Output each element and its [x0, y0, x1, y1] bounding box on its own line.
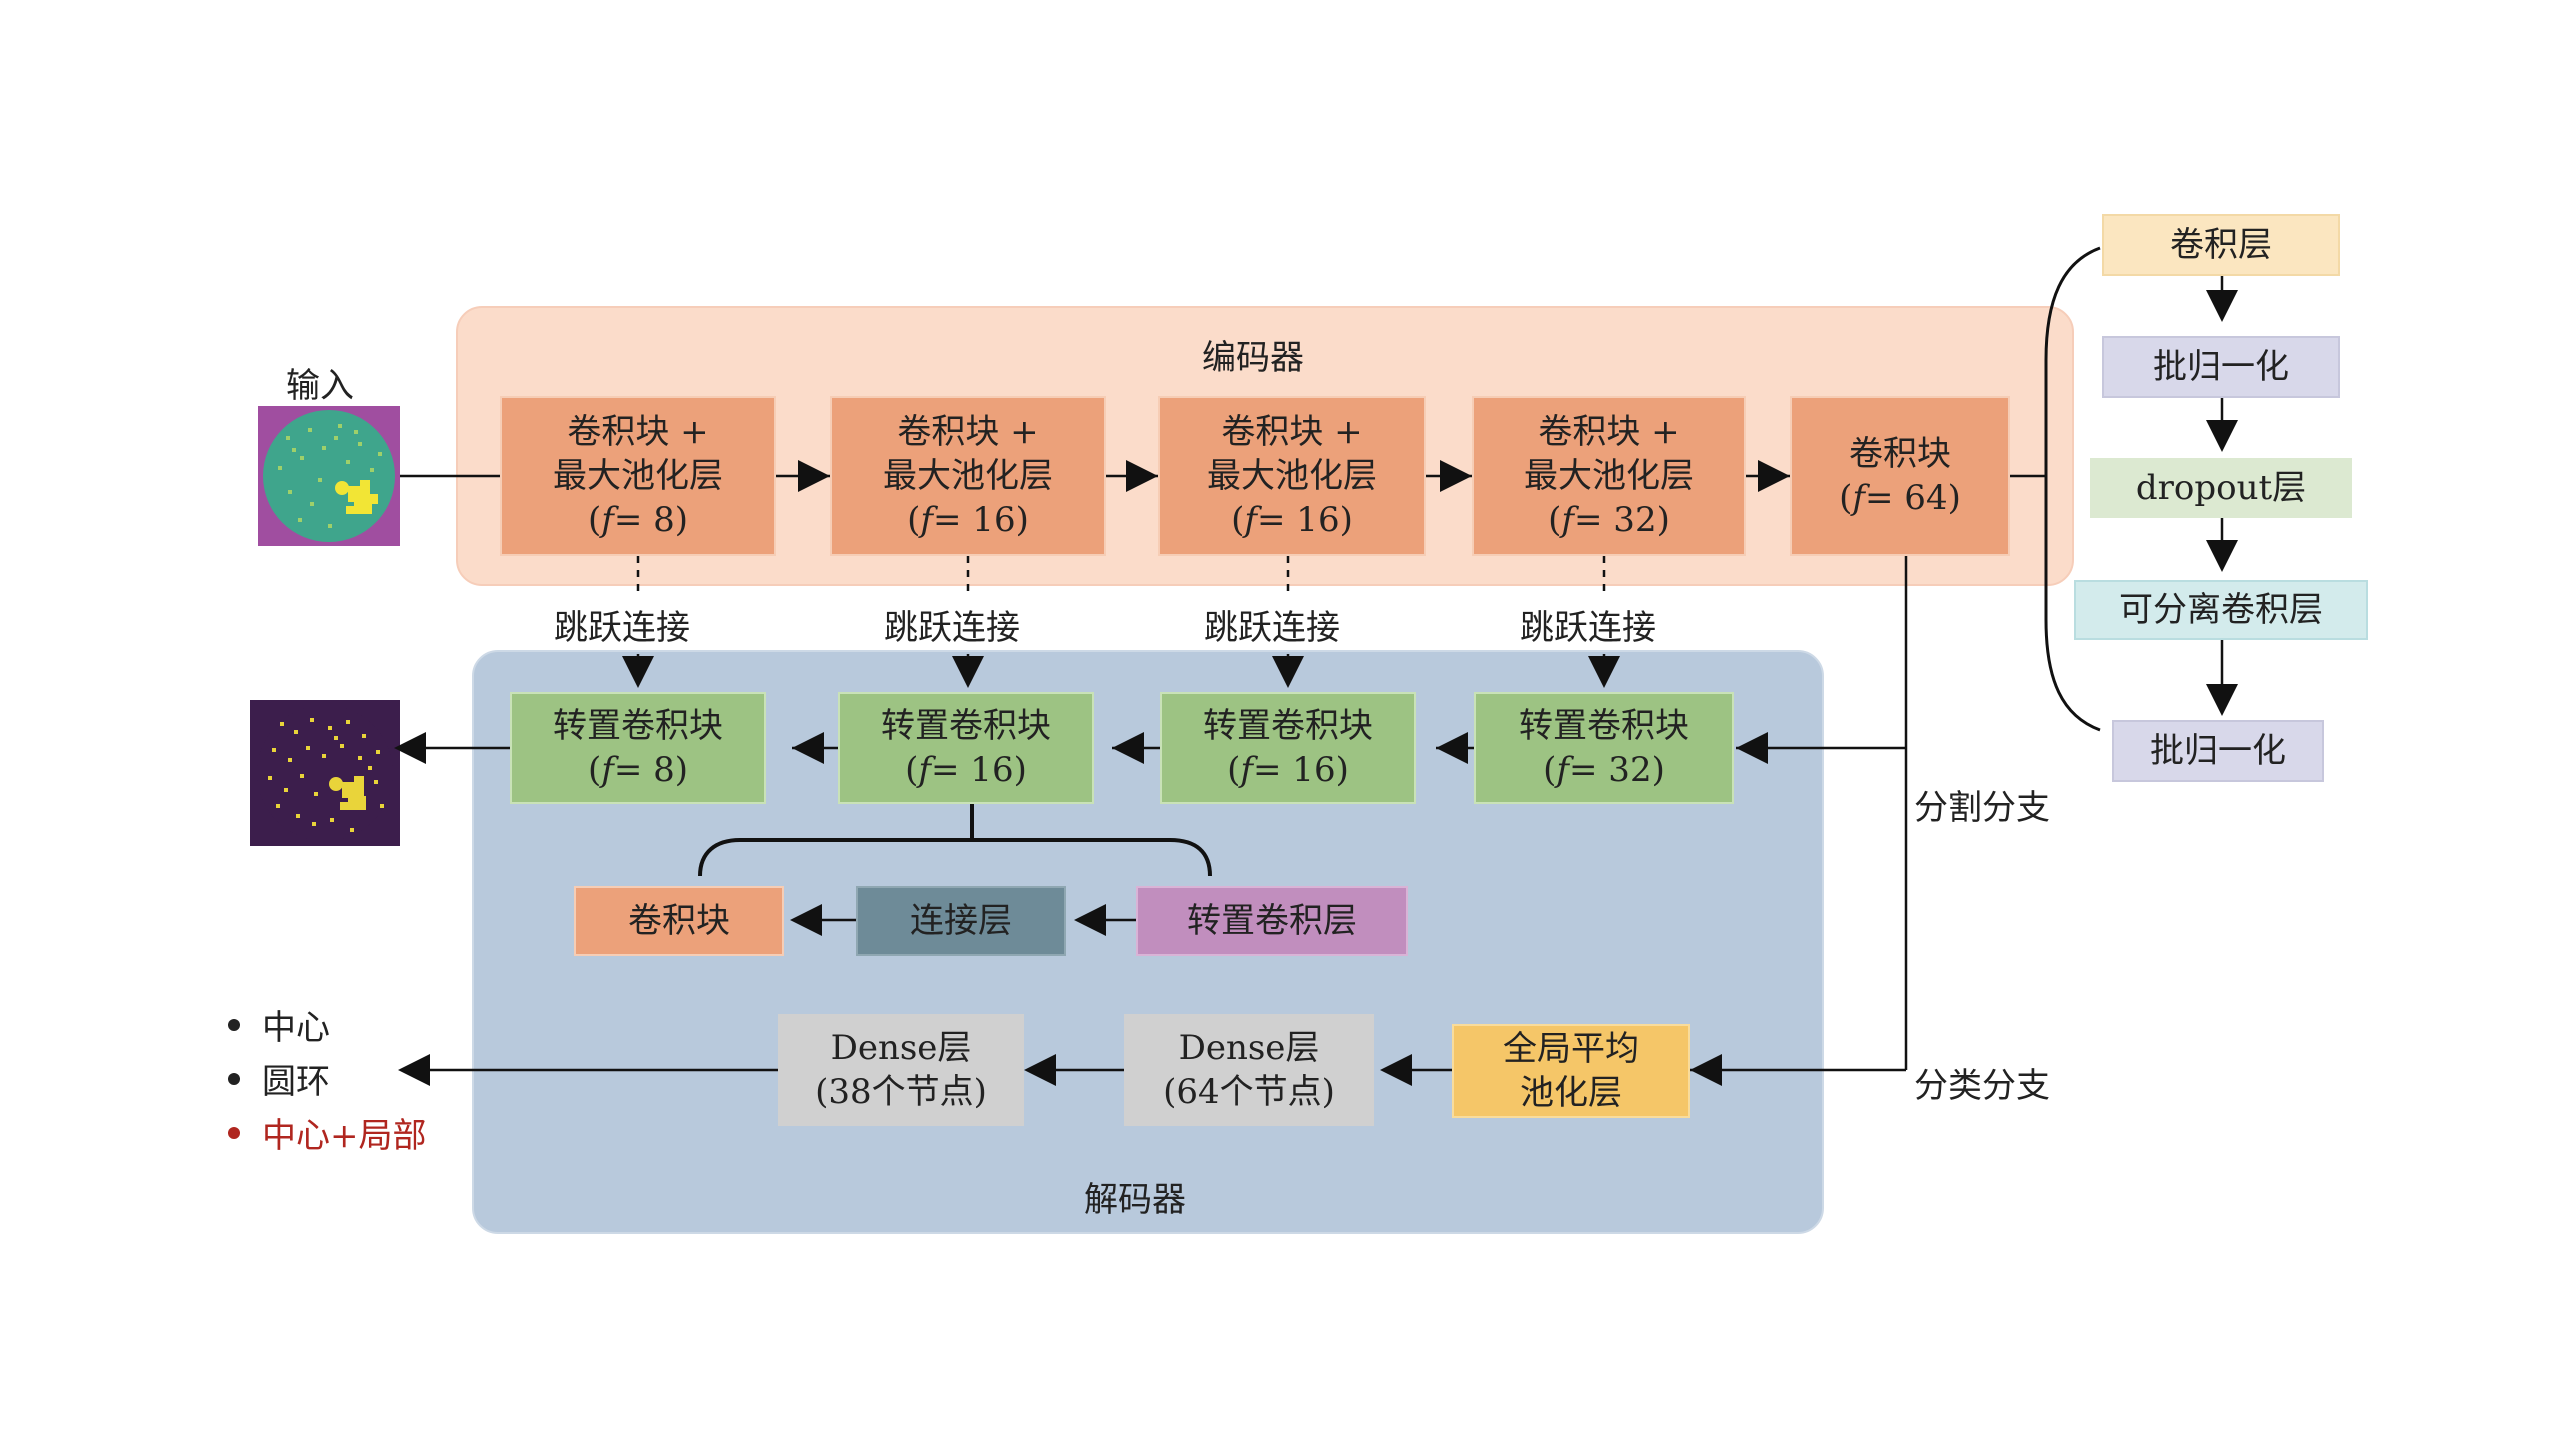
decoder-block-4-param-row: (f= 32) [1543, 750, 1665, 790]
decoder-block-3-param: = 16) [1253, 750, 1349, 790]
legend-label-center-local: 中心+局部 [262, 1116, 427, 1156]
decoder-block-3-f: f [1240, 750, 1254, 790]
encoder-block-4-line2: 最大池化层 [1524, 456, 1694, 496]
detail-transpose-label: 转置卷积层 [1187, 901, 1357, 941]
legend-dot-center [228, 1018, 240, 1031]
encoder-block-2-line1: 卷积块 + [897, 412, 1039, 452]
segmentation-branch-label: 分割分支 [1914, 788, 2050, 828]
encoder-block-2: 卷积块 + 最大池化层 (f= 16) [830, 396, 1106, 556]
legend-dot-center-local [228, 1126, 240, 1139]
decoder-block-4-param: = 32) [1569, 750, 1665, 790]
conv-detail-separable-conv-label: 可分离卷积层 [2119, 590, 2323, 630]
decoder-block-1-f: f [601, 750, 614, 790]
encoder-block-4-param: = 32) [1574, 500, 1670, 540]
legend-label-center: 中心 [262, 1008, 330, 1048]
gap-line1: 全局平均 [1503, 1029, 1639, 1069]
encoder-final-block-param-row: (f= 64) [1839, 478, 1961, 518]
detail-transpose-layer: 转置卷积层 [1136, 886, 1408, 956]
detail-concat-layer: 连接层 [856, 886, 1066, 956]
skip-label-1: 跳跃连接 [554, 608, 690, 648]
skip-label-3: 跳跃连接 [1204, 608, 1340, 648]
conv-detail-conv-layer: 卷积层 [2102, 214, 2340, 276]
encoder-block-4-param-row: (f= 32) [1548, 500, 1670, 540]
conv-detail-batchnorm-1-label: 批归一化 [2153, 347, 2289, 387]
decoder-block-2-f: f [918, 750, 932, 790]
decoder-block-1: 转置卷积块 (f= 8) [510, 692, 766, 804]
decoder-block-4-line1: 转置卷积块 [1519, 706, 1689, 746]
decoder-block-2: 转置卷积块 (f= 16) [838, 692, 1094, 804]
conv-detail-batchnorm-1: 批归一化 [2102, 336, 2340, 398]
detail-conv-block: 卷积块 [574, 886, 784, 956]
skip-label-4: 跳跃连接 [1520, 608, 1656, 648]
encoder-block-1-line2: 最大池化层 [553, 456, 723, 496]
conv-detail-batchnorm-2-label: 批归一化 [2150, 731, 2286, 771]
encoder-block-1-f: f [601, 500, 614, 540]
conv-detail-dropout: dropout层 [2090, 458, 2352, 518]
detail-concat-label: 连接层 [910, 901, 1012, 941]
encoder-block-1: 卷积块 + 最大池化层 (f= 8) [500, 396, 776, 556]
encoder-final-block-f: f [1852, 478, 1866, 518]
legend-item-donut: 圆环 [228, 1054, 330, 1103]
encoder-block-4-line1: 卷积块 + [1538, 412, 1680, 452]
dense-layer-64-line2: (64个节点) [1163, 1072, 1335, 1112]
classification-branch-label: 分类分支 [1914, 1066, 2050, 1106]
encoder-block-4-f: f [1561, 500, 1575, 540]
dense-layer-64-line1: Dense层 [1178, 1028, 1320, 1068]
encoder-block-3-param-row: (f= 16) [1231, 500, 1353, 540]
encoder-block-2-line2: 最大池化层 [883, 456, 1053, 496]
dense-layer-38: Dense层 (38个节点) [778, 1014, 1024, 1126]
encoder-block-3-line1: 卷积块 + [1221, 412, 1363, 452]
encoder-final-block: 卷积块 (f= 64) [1790, 396, 2010, 556]
decoder-block-1-param: = 8) [613, 750, 689, 790]
decoder-block-1-param-row: (f= 8) [587, 750, 689, 790]
decoder-title: 解码器 [1084, 1180, 1186, 1220]
global-average-pooling-layer: 全局平均 池化层 [1452, 1024, 1690, 1118]
conv-detail-separable-conv: 可分离卷积层 [2074, 580, 2368, 640]
decoder-block-3-param-row: (f= 16) [1227, 750, 1349, 790]
encoder-final-block-param: = 64) [1865, 478, 1961, 518]
encoder-block-2-param-row: (f= 16) [907, 500, 1029, 540]
conv-detail-conv-layer-label: 卷积层 [2170, 225, 2272, 265]
output-wafer-map-image [250, 700, 400, 846]
encoder-block-3-line2: 最大池化层 [1207, 456, 1377, 496]
dense-layer-38-line2: (38个节点) [815, 1072, 987, 1112]
gap-line2: 池化层 [1520, 1073, 1622, 1113]
encoder-final-block-line1: 卷积块 [1849, 434, 1951, 474]
conv-detail-dropout-label: dropout层 [2135, 468, 2307, 508]
decoder-block-3: 转置卷积块 (f= 16) [1160, 692, 1416, 804]
legend-item-center: 中心 [228, 1000, 330, 1049]
detail-conv-label: 卷积块 [628, 901, 730, 941]
decoder-block-4: 转置卷积块 (f= 32) [1474, 692, 1734, 804]
decoder-block-2-param: = 16) [931, 750, 1027, 790]
decoder-block-2-line1: 转置卷积块 [881, 706, 1051, 746]
encoder-title: 编码器 [1202, 338, 1304, 378]
encoder-block-3-param: = 16) [1257, 500, 1353, 540]
encoder-block-3: 卷积块 + 最大池化层 (f= 16) [1158, 396, 1426, 556]
legend-dot-donut [228, 1072, 240, 1085]
encoder-block-1-line1: 卷积块 + [567, 412, 709, 452]
conv-detail-batchnorm-2: 批归一化 [2112, 720, 2324, 782]
dense-layer-38-line1: Dense层 [830, 1028, 972, 1068]
encoder-block-1-param: = 8) [613, 500, 689, 540]
dense-layer-64: Dense层 (64个节点) [1124, 1014, 1374, 1126]
legend-item-center-local: 中心+局部 [228, 1108, 427, 1157]
encoder-block-3-f: f [1244, 500, 1258, 540]
encoder-block-2-f: f [920, 500, 934, 540]
encoder-block-1-param-row: (f= 8) [587, 500, 689, 540]
skip-label-2: 跳跃连接 [884, 608, 1020, 648]
input-label: 输入 [286, 366, 354, 406]
decoder-block-4-f: f [1556, 750, 1570, 790]
decoder-block-2-param-row: (f= 16) [905, 750, 1027, 790]
legend-label-donut: 圆环 [262, 1062, 330, 1102]
encoder-block-4: 卷积块 + 最大池化层 (f= 32) [1472, 396, 1746, 556]
decoder-block-1-line1: 转置卷积块 [553, 706, 723, 746]
decoder-block-3-line1: 转置卷积块 [1203, 706, 1373, 746]
encoder-block-2-param: = 16) [933, 500, 1029, 540]
input-wafer-map-image [258, 406, 400, 546]
